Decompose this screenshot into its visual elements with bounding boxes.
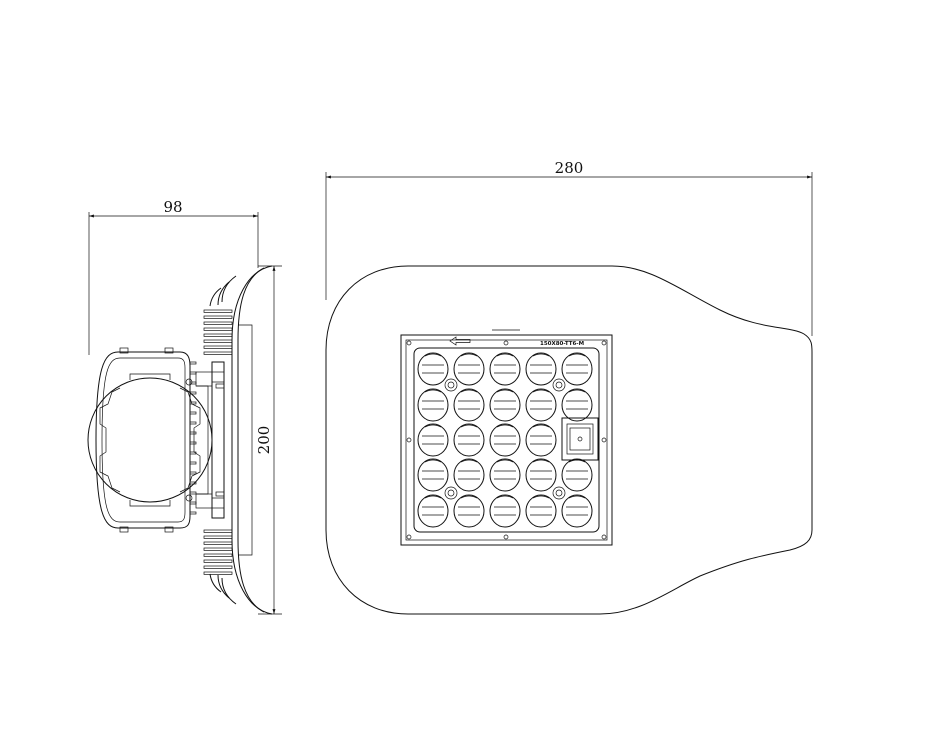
fin [189, 421, 197, 425]
led-lens [489, 388, 521, 422]
led-lens [525, 423, 557, 457]
led-lens [453, 388, 485, 422]
led-lens [525, 352, 557, 386]
mounting-bracket [185, 361, 225, 519]
led-lens [561, 352, 593, 386]
fin [189, 371, 197, 375]
fin [189, 381, 197, 385]
led-lens [561, 458, 593, 492]
fin [203, 529, 233, 533]
side-view: 98 200 [87, 198, 282, 615]
fin [189, 411, 197, 415]
led-lens [489, 423, 521, 457]
side-height-label: 200 [255, 426, 273, 455]
led-lens [525, 388, 557, 422]
fin [203, 571, 233, 575]
arc-fins-bottom [209, 573, 237, 605]
led-lens [489, 458, 521, 492]
led-lens [417, 458, 449, 492]
dimension-side-width: 98 [88, 198, 259, 355]
dimension-side-height: 200 [255, 265, 282, 615]
led-module: 150X80-TT6-M [400, 329, 613, 546]
fin [203, 321, 233, 325]
led-lens [417, 494, 449, 528]
cover-profile [231, 265, 273, 615]
fin [203, 541, 233, 545]
housing-body [95, 347, 191, 533]
fin [189, 471, 197, 475]
led-lens [417, 388, 449, 422]
fin [203, 327, 233, 331]
fin [203, 333, 233, 337]
led-lens [453, 423, 485, 457]
led-lens [525, 458, 557, 492]
led-lens-grid [417, 352, 593, 528]
dimension-top-width: 280 [325, 159, 813, 336]
led-lens [525, 494, 557, 528]
fin [203, 309, 233, 313]
direction-arrow [449, 336, 471, 346]
led-lens [489, 352, 521, 386]
fin [189, 461, 197, 465]
led-lens [561, 494, 593, 528]
led-lens [417, 352, 449, 386]
side-width-label: 98 [163, 198, 182, 216]
module-screws [444, 378, 566, 500]
fin [203, 535, 233, 539]
led-lens [453, 352, 485, 386]
fin [189, 361, 197, 365]
fin [203, 345, 233, 349]
fin [203, 559, 233, 563]
fin [189, 441, 197, 445]
arc-fins-top [209, 275, 237, 307]
fin [203, 315, 233, 319]
fin [189, 491, 197, 495]
luminaire-outline [325, 265, 813, 615]
fin [189, 431, 197, 435]
led-lens [417, 423, 449, 457]
fin [203, 553, 233, 557]
fin [203, 565, 233, 569]
led-lens [453, 494, 485, 528]
top-width-label: 280 [555, 159, 584, 177]
led-lens [561, 388, 593, 422]
heat-sink-fins [189, 309, 233, 575]
fin [189, 501, 197, 505]
connector-box [561, 417, 599, 461]
module-label: 150X80-TT6-M [540, 341, 584, 347]
fin [203, 339, 233, 343]
led-lens [453, 458, 485, 492]
fin [203, 547, 233, 551]
led-lens [489, 494, 521, 528]
top-view: 280 150X80-TT6-M [325, 159, 813, 615]
fin [189, 401, 197, 405]
fin [203, 351, 233, 355]
fin [189, 511, 197, 515]
